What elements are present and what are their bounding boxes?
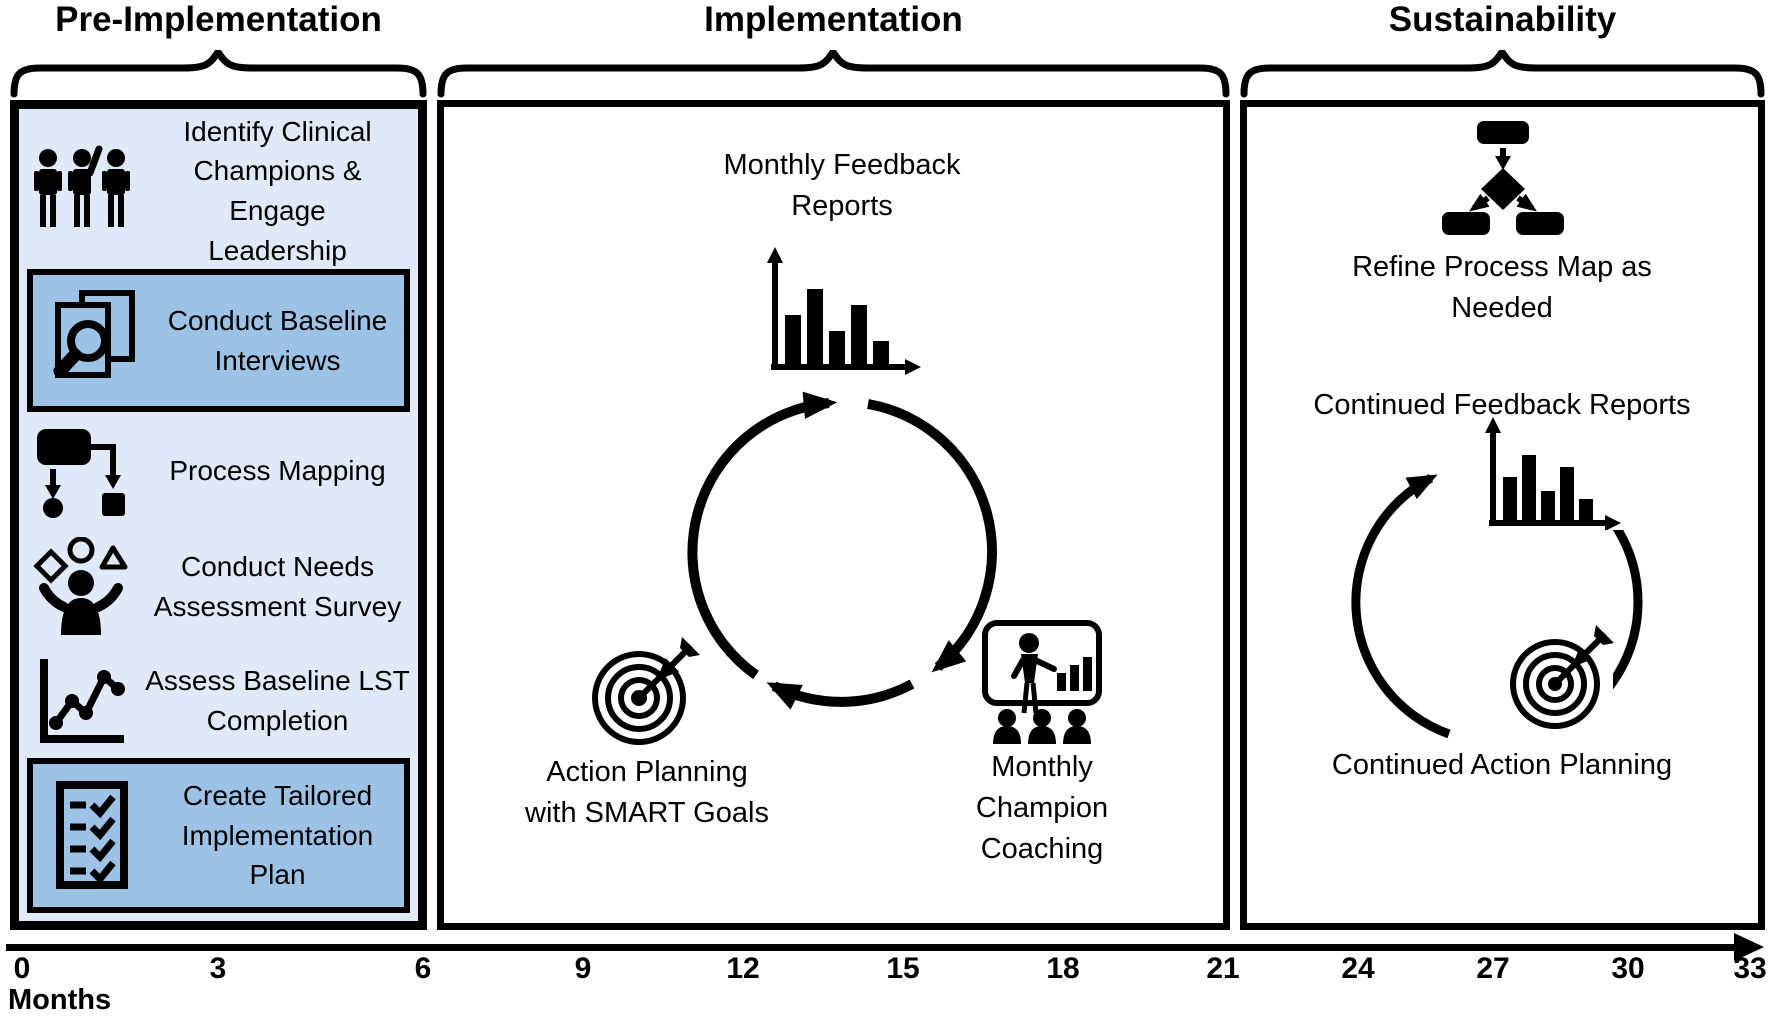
cycle-arrows-icon (687, 391, 998, 710)
target-icon (592, 637, 700, 745)
tick-15: 15 (886, 952, 920, 985)
people-icon (23, 143, 141, 239)
pre-item-identify-champions: Identify Clinical Champions & Engage Lea… (23, 115, 414, 267)
tick-9: 9 (574, 952, 592, 985)
pre-item-label: Process Mapping (169, 455, 386, 487)
pre-item-label: Create Tailored Implementation Plan (181, 779, 374, 891)
tick-18: 18 (1046, 952, 1080, 985)
document-search-icon (33, 289, 151, 393)
bar-chart-icon (1479, 415, 1625, 530)
presenter-coaching-icon (982, 620, 1102, 744)
implementation-feedback-label: Monthly Feedback Reports (723, 149, 961, 223)
implementation-coaching-label: Monthly Champion Coaching (975, 751, 1109, 866)
process-map-icon (1442, 121, 1564, 235)
brace-pre-implementation (10, 50, 427, 98)
pre-item-tailored-plan: Create Tailored Implementation Plan (27, 757, 410, 913)
checklist-icon (33, 780, 151, 890)
bar-chart-icon (767, 247, 921, 375)
flowchart-icon (23, 421, 141, 521)
months-axis-label: Months (8, 984, 112, 1016)
pre-item-label: Conduct Needs Assessment Survey (153, 551, 402, 623)
phase-title-sustainability: Sustainability (1388, 0, 1617, 39)
tick-6: 6 (414, 952, 432, 985)
panel-implementation: Monthly Feedback Reports (437, 100, 1230, 930)
brace-implementation (437, 50, 1230, 98)
target-icon (1510, 625, 1614, 732)
implementation-action-label: Action Planning with SMART Goals (525, 756, 769, 830)
tick-27: 27 (1476, 952, 1510, 985)
phase-title-implementation: Implementation (704, 0, 963, 39)
tick-33: 33 (1733, 952, 1767, 985)
sustainability-action-label: Continued Action Planning (1331, 749, 1673, 781)
tick-12: 12 (726, 952, 760, 985)
tick-3: 3 (209, 952, 227, 985)
tick-0: 0 (13, 952, 31, 985)
panel-sustainability: Refine Process Map as Needed Continued F… (1240, 100, 1765, 930)
line-chart-icon (23, 653, 141, 749)
phase-title-pre-implementation: Pre-Implementation (55, 0, 382, 39)
pre-item-label: Conduct Baseline Interviews (167, 304, 388, 376)
pre-item-needs-assessment: Conduct Needs Assessment Survey (23, 528, 414, 646)
panel-pre-implementation: Identify Clinical Champions & Engage Lea… (10, 100, 427, 930)
timeline-arrowhead-icon (1734, 933, 1764, 961)
brace-sustainability (1240, 50, 1765, 98)
pre-item-label: Assess Baseline LST Completion (145, 665, 410, 736)
pre-item-baseline-interviews: Conduct Baseline Interviews (27, 269, 410, 413)
tick-21: 21 (1206, 952, 1240, 985)
pre-item-assess-lst: Assess Baseline LST Completion (23, 646, 414, 756)
timeline-axis (6, 944, 1736, 951)
pre-item-process-mapping: Process Mapping (23, 414, 414, 528)
person-shapes-icon (23, 537, 141, 637)
sustainability-refine-label: Refine Process Map as Needed (1352, 251, 1652, 325)
tick-24: 24 (1341, 952, 1375, 985)
pre-item-label: Identify Clinical Champions & Engage Lea… (183, 115, 372, 266)
tick-30: 30 (1611, 952, 1645, 985)
